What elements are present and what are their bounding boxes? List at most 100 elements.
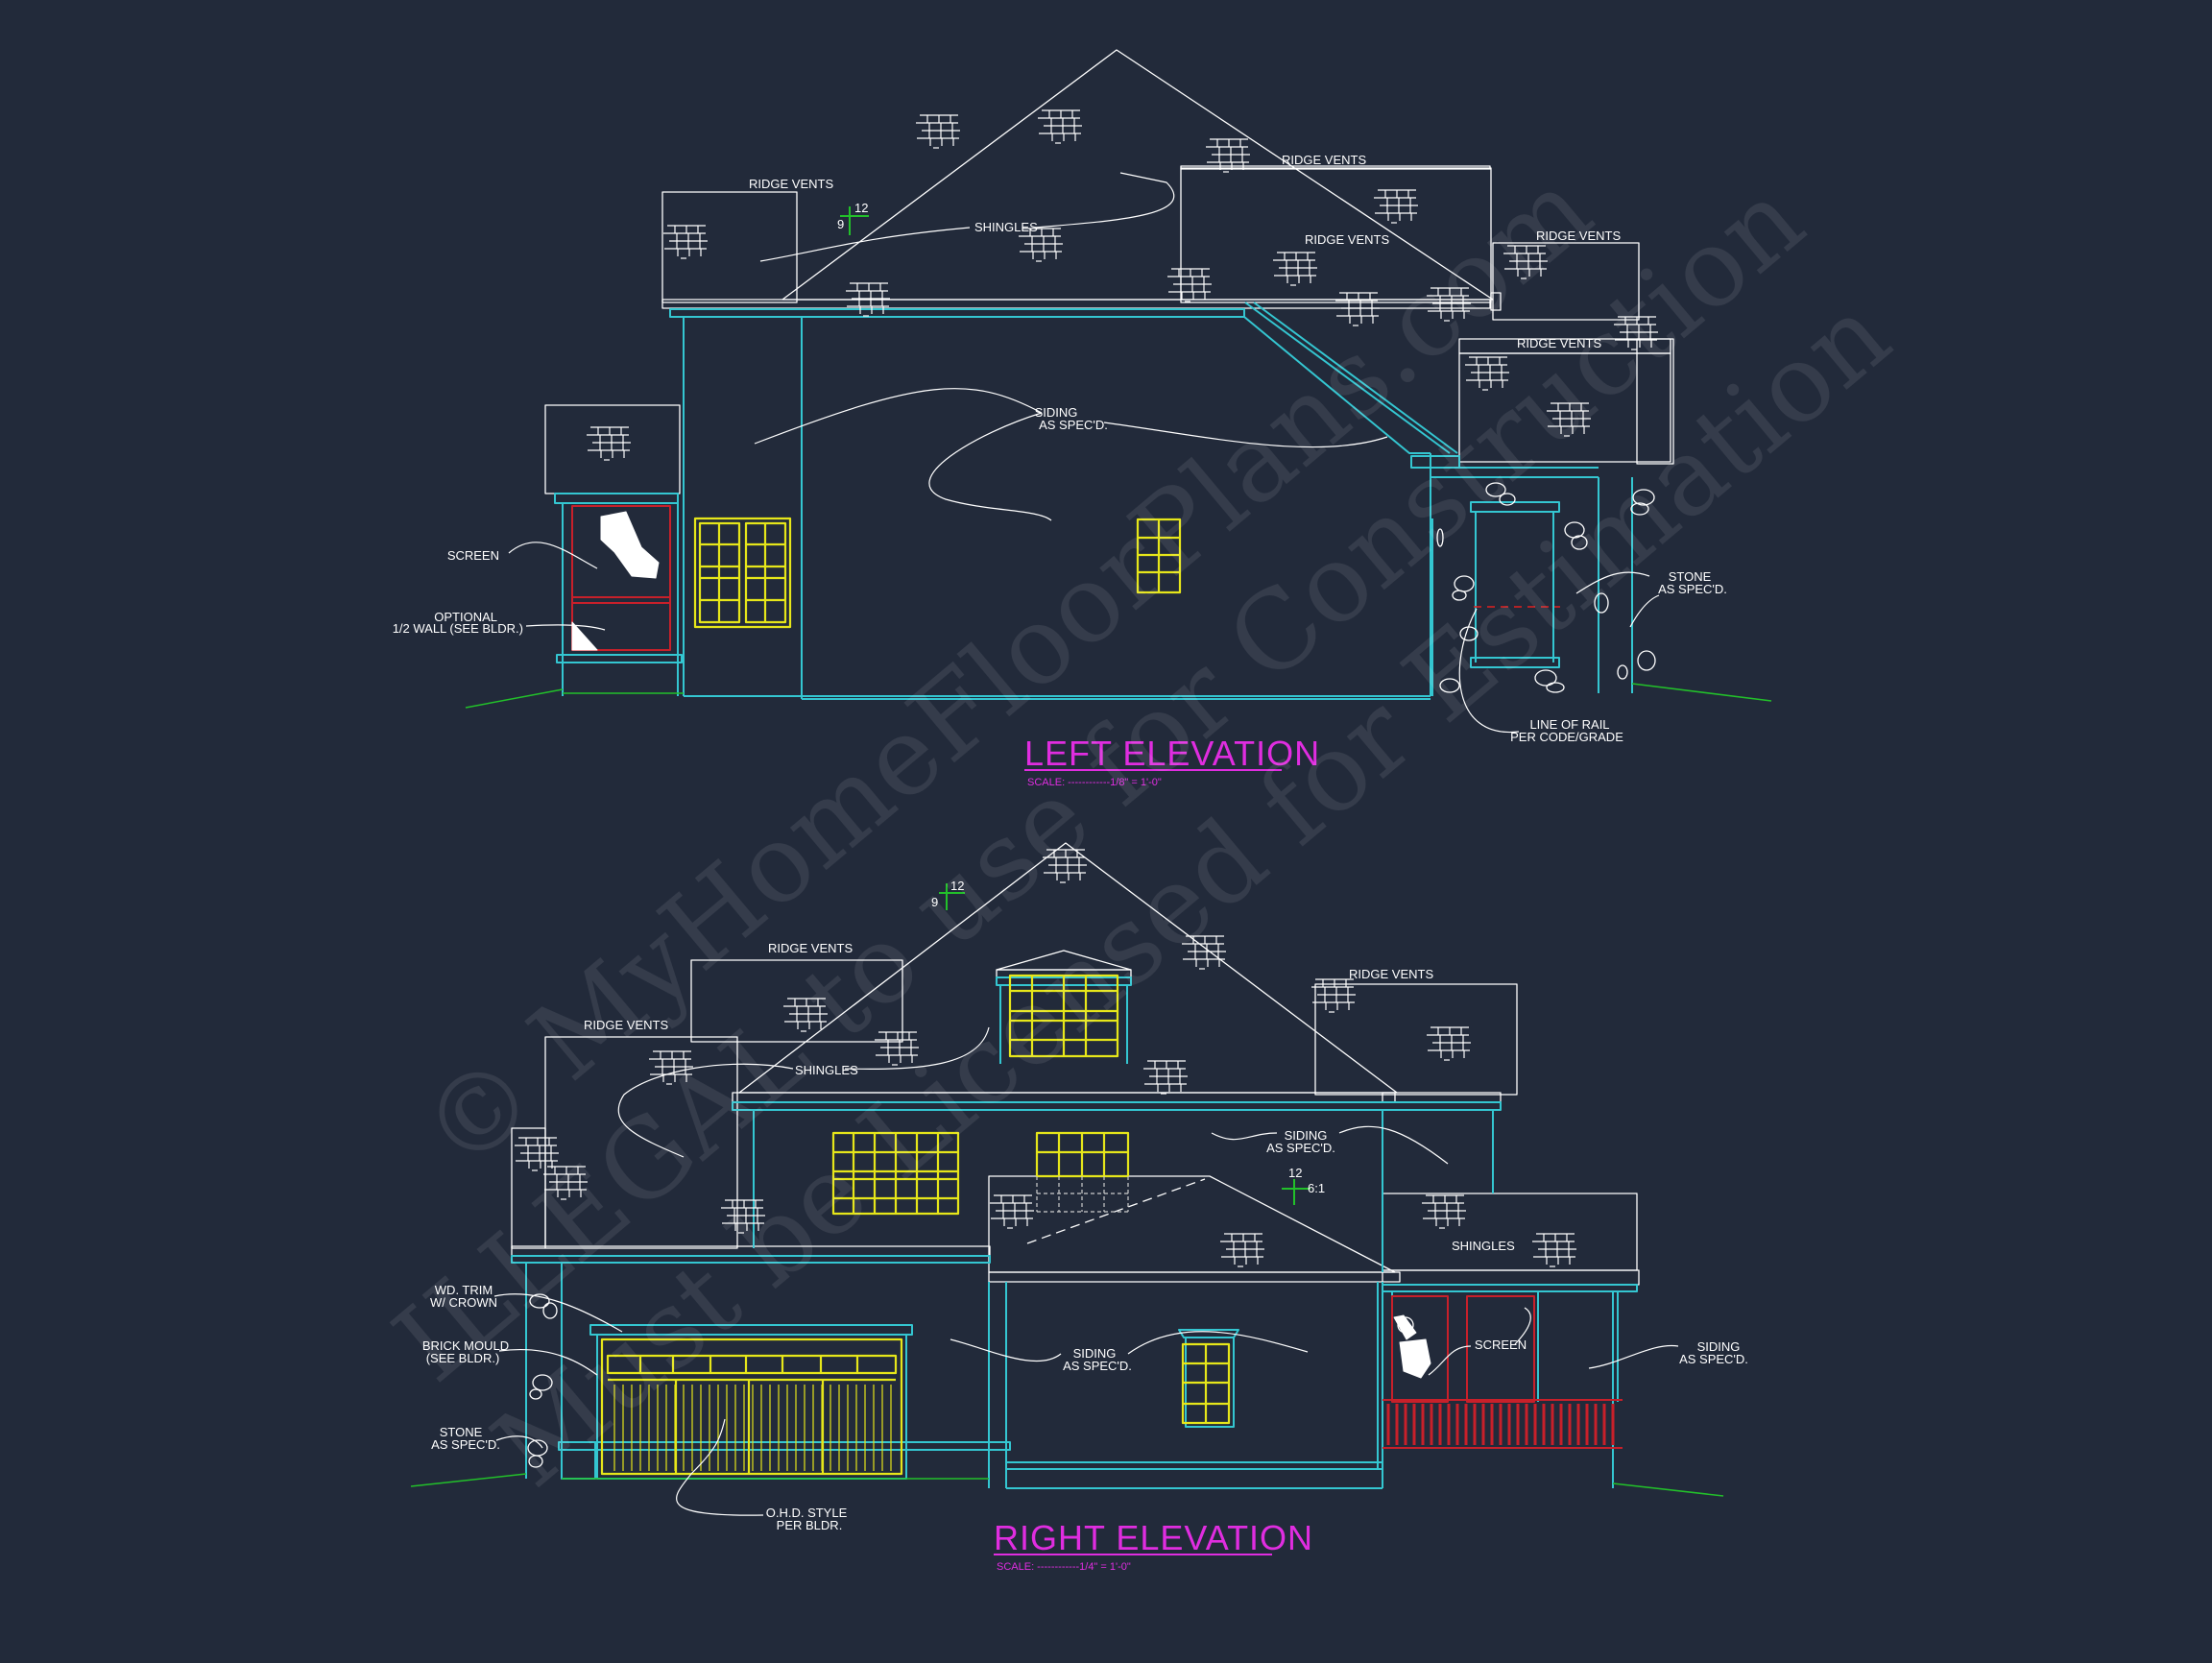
garage-door-slats — [613, 1385, 892, 1471]
brick-symbol — [587, 426, 631, 461]
brick-symbol — [649, 1050, 693, 1085]
label-screen: SCREEN — [447, 548, 499, 563]
right-elevation: 12 9 12 6:1 RIDGE VENTS RIDGE VENTS RIDG… — [410, 842, 1748, 1573]
brick-symbol — [1038, 109, 1082, 144]
label-optional-wall: 1/2 WALL (SEE BLDR.) — [393, 621, 523, 636]
screen-fill-shape — [1399, 1338, 1431, 1379]
brick-symbol — [1043, 849, 1087, 883]
brick-symbol — [543, 1166, 588, 1200]
label-crown: W/ CROWN — [430, 1295, 497, 1310]
left-stone-pattern — [1436, 482, 1656, 693]
label-rail-code: PER CODE/GRADE — [1510, 730, 1623, 744]
screen-fill-shape — [600, 511, 660, 579]
right-elevation-scale: SCALE: ------------1/4" = 1'-0" — [997, 1561, 1131, 1573]
label-stone-spec: AS SPEC'D. — [431, 1437, 500, 1452]
porch-pitch-rise-label: 6:1 — [1308, 1181, 1325, 1195]
label-siding: SIDING — [1035, 405, 1078, 420]
brick-symbol — [1503, 245, 1548, 279]
label-ridge-vents: RIDGE VENTS — [1282, 153, 1366, 167]
label-line-of-rail: LINE OF RAIL — [1529, 717, 1609, 732]
brick-symbol — [1374, 189, 1418, 224]
brick-symbol — [1311, 978, 1356, 1013]
brick-symbol — [721, 1199, 765, 1234]
brick-symbol — [875, 1031, 919, 1066]
label-shingles: SHINGLES — [1452, 1239, 1515, 1253]
right-elevation-title: RIGHT ELEVATION — [994, 1518, 1313, 1557]
label-siding: SIDING — [1697, 1339, 1741, 1354]
porch-pitch-run-label: 12 — [1288, 1166, 1302, 1180]
brick-symbol — [846, 282, 890, 317]
left-screen-porch — [571, 505, 671, 651]
label-shingles: SHINGLES — [974, 220, 1038, 234]
screen-fill-shape — [571, 621, 598, 651]
label-ridge-vents: RIDGE VENTS — [749, 177, 833, 191]
label-siding-spec: AS SPEC'D. — [1063, 1359, 1132, 1373]
label-siding-spec: AS SPEC'D. — [1039, 418, 1108, 432]
brick-symbol — [515, 1137, 559, 1171]
left-grade — [465, 683, 1772, 709]
dashed-roof-line — [1026, 1178, 1206, 1244]
brick-symbols — [515, 109, 1658, 1267]
brick-symbol — [916, 114, 960, 149]
label-ohd-style: O.H.D. STYLE — [766, 1506, 848, 1520]
label-stone-spec: AS SPEC'D. — [1658, 582, 1727, 596]
brick-symbol — [783, 998, 828, 1032]
porch-railing — [1386, 1404, 1615, 1445]
pitch-run-label: 12 — [854, 201, 868, 215]
label-stone: STONE — [440, 1425, 483, 1439]
hidden-window-lines — [1036, 1176, 1129, 1213]
label-siding-spec: AS SPEC'D. — [1679, 1352, 1748, 1366]
label-wd-trim: WD. TRIM — [435, 1283, 493, 1297]
brick-symbol — [1220, 1233, 1264, 1267]
right-pitch-symbol: 12 9 — [931, 879, 965, 910]
right-leaders — [493, 1026, 1679, 1516]
left-elevation: 12 9 RIDGE VENTS RIDGE VENTS RIDGE VENTS… — [393, 49, 1772, 788]
label-ridge-vents: RIDGE VENTS — [1305, 232, 1389, 247]
right-stone-pattern — [527, 1293, 1414, 1468]
right-wall-outline — [511, 976, 1638, 1489]
label-brick-mould: BRICK MOULD — [422, 1338, 509, 1353]
watermark: © MyHomeFloorPlans.com ILLEGAL to use fo… — [372, 147, 1912, 1511]
label-siding: SIDING — [1073, 1346, 1117, 1361]
brick-symbol — [1614, 316, 1658, 350]
brick-symbol — [1532, 1233, 1576, 1267]
right-porch — [1382, 1295, 1623, 1449]
label-ridge-vents: RIDGE VENTS — [584, 1018, 668, 1032]
right-labels: RIDGE VENTS RIDGE VENTS RIDGE VENTS SHIN… — [422, 941, 1748, 1532]
pitch-run-label: 12 — [950, 879, 964, 893]
label-optional: OPTIONAL — [434, 610, 497, 624]
label-ridge-vents: RIDGE VENTS — [1517, 336, 1601, 350]
brick-symbol — [990, 1194, 1034, 1229]
left-wall-outline — [554, 301, 1633, 700]
brick-symbol — [1465, 356, 1509, 391]
pitch-rise-label: 9 — [931, 895, 938, 909]
brick-symbol — [663, 225, 708, 259]
label-see-bldr: (SEE BLDR.) — [426, 1351, 500, 1365]
brick-symbol — [1427, 287, 1471, 322]
label-siding-spec: AS SPEC'D. — [1266, 1141, 1335, 1155]
label-ridge-vents: RIDGE VENTS — [1349, 967, 1433, 981]
pitch-rise-label: 9 — [837, 217, 844, 231]
brick-symbol — [1547, 402, 1591, 437]
label-siding: SIDING — [1285, 1128, 1328, 1143]
label-stone: STONE — [1669, 569, 1712, 584]
left-leaders — [508, 172, 1660, 734]
brick-symbol — [1019, 228, 1063, 262]
left-elevation-title: LEFT ELEVATION — [1024, 734, 1320, 773]
label-shingles: SHINGLES — [795, 1063, 858, 1077]
brick-symbol — [1422, 1194, 1466, 1229]
brick-symbol — [1143, 1060, 1188, 1095]
watermark-line-2: ILLEGAL to use for Construction — [372, 157, 1826, 1406]
label-screen: SCREEN — [1475, 1338, 1527, 1352]
left-windows — [693, 517, 1182, 629]
label-per-bldr: PER BLDR. — [777, 1518, 843, 1532]
left-labels: RIDGE VENTS RIDGE VENTS RIDGE VENTS RIDG… — [393, 153, 1727, 744]
label-ridge-vents: RIDGE VENTS — [768, 941, 853, 955]
right-windows — [600, 974, 1231, 1476]
brick-symbol — [1273, 252, 1317, 286]
left-elevation-scale: SCALE: ------------1/8" = 1'-0" — [1027, 777, 1162, 788]
brick-symbol — [1167, 268, 1212, 302]
porch-pitch-symbol: 12 6:1 — [1282, 1166, 1325, 1205]
brick-symbol — [1182, 935, 1226, 970]
